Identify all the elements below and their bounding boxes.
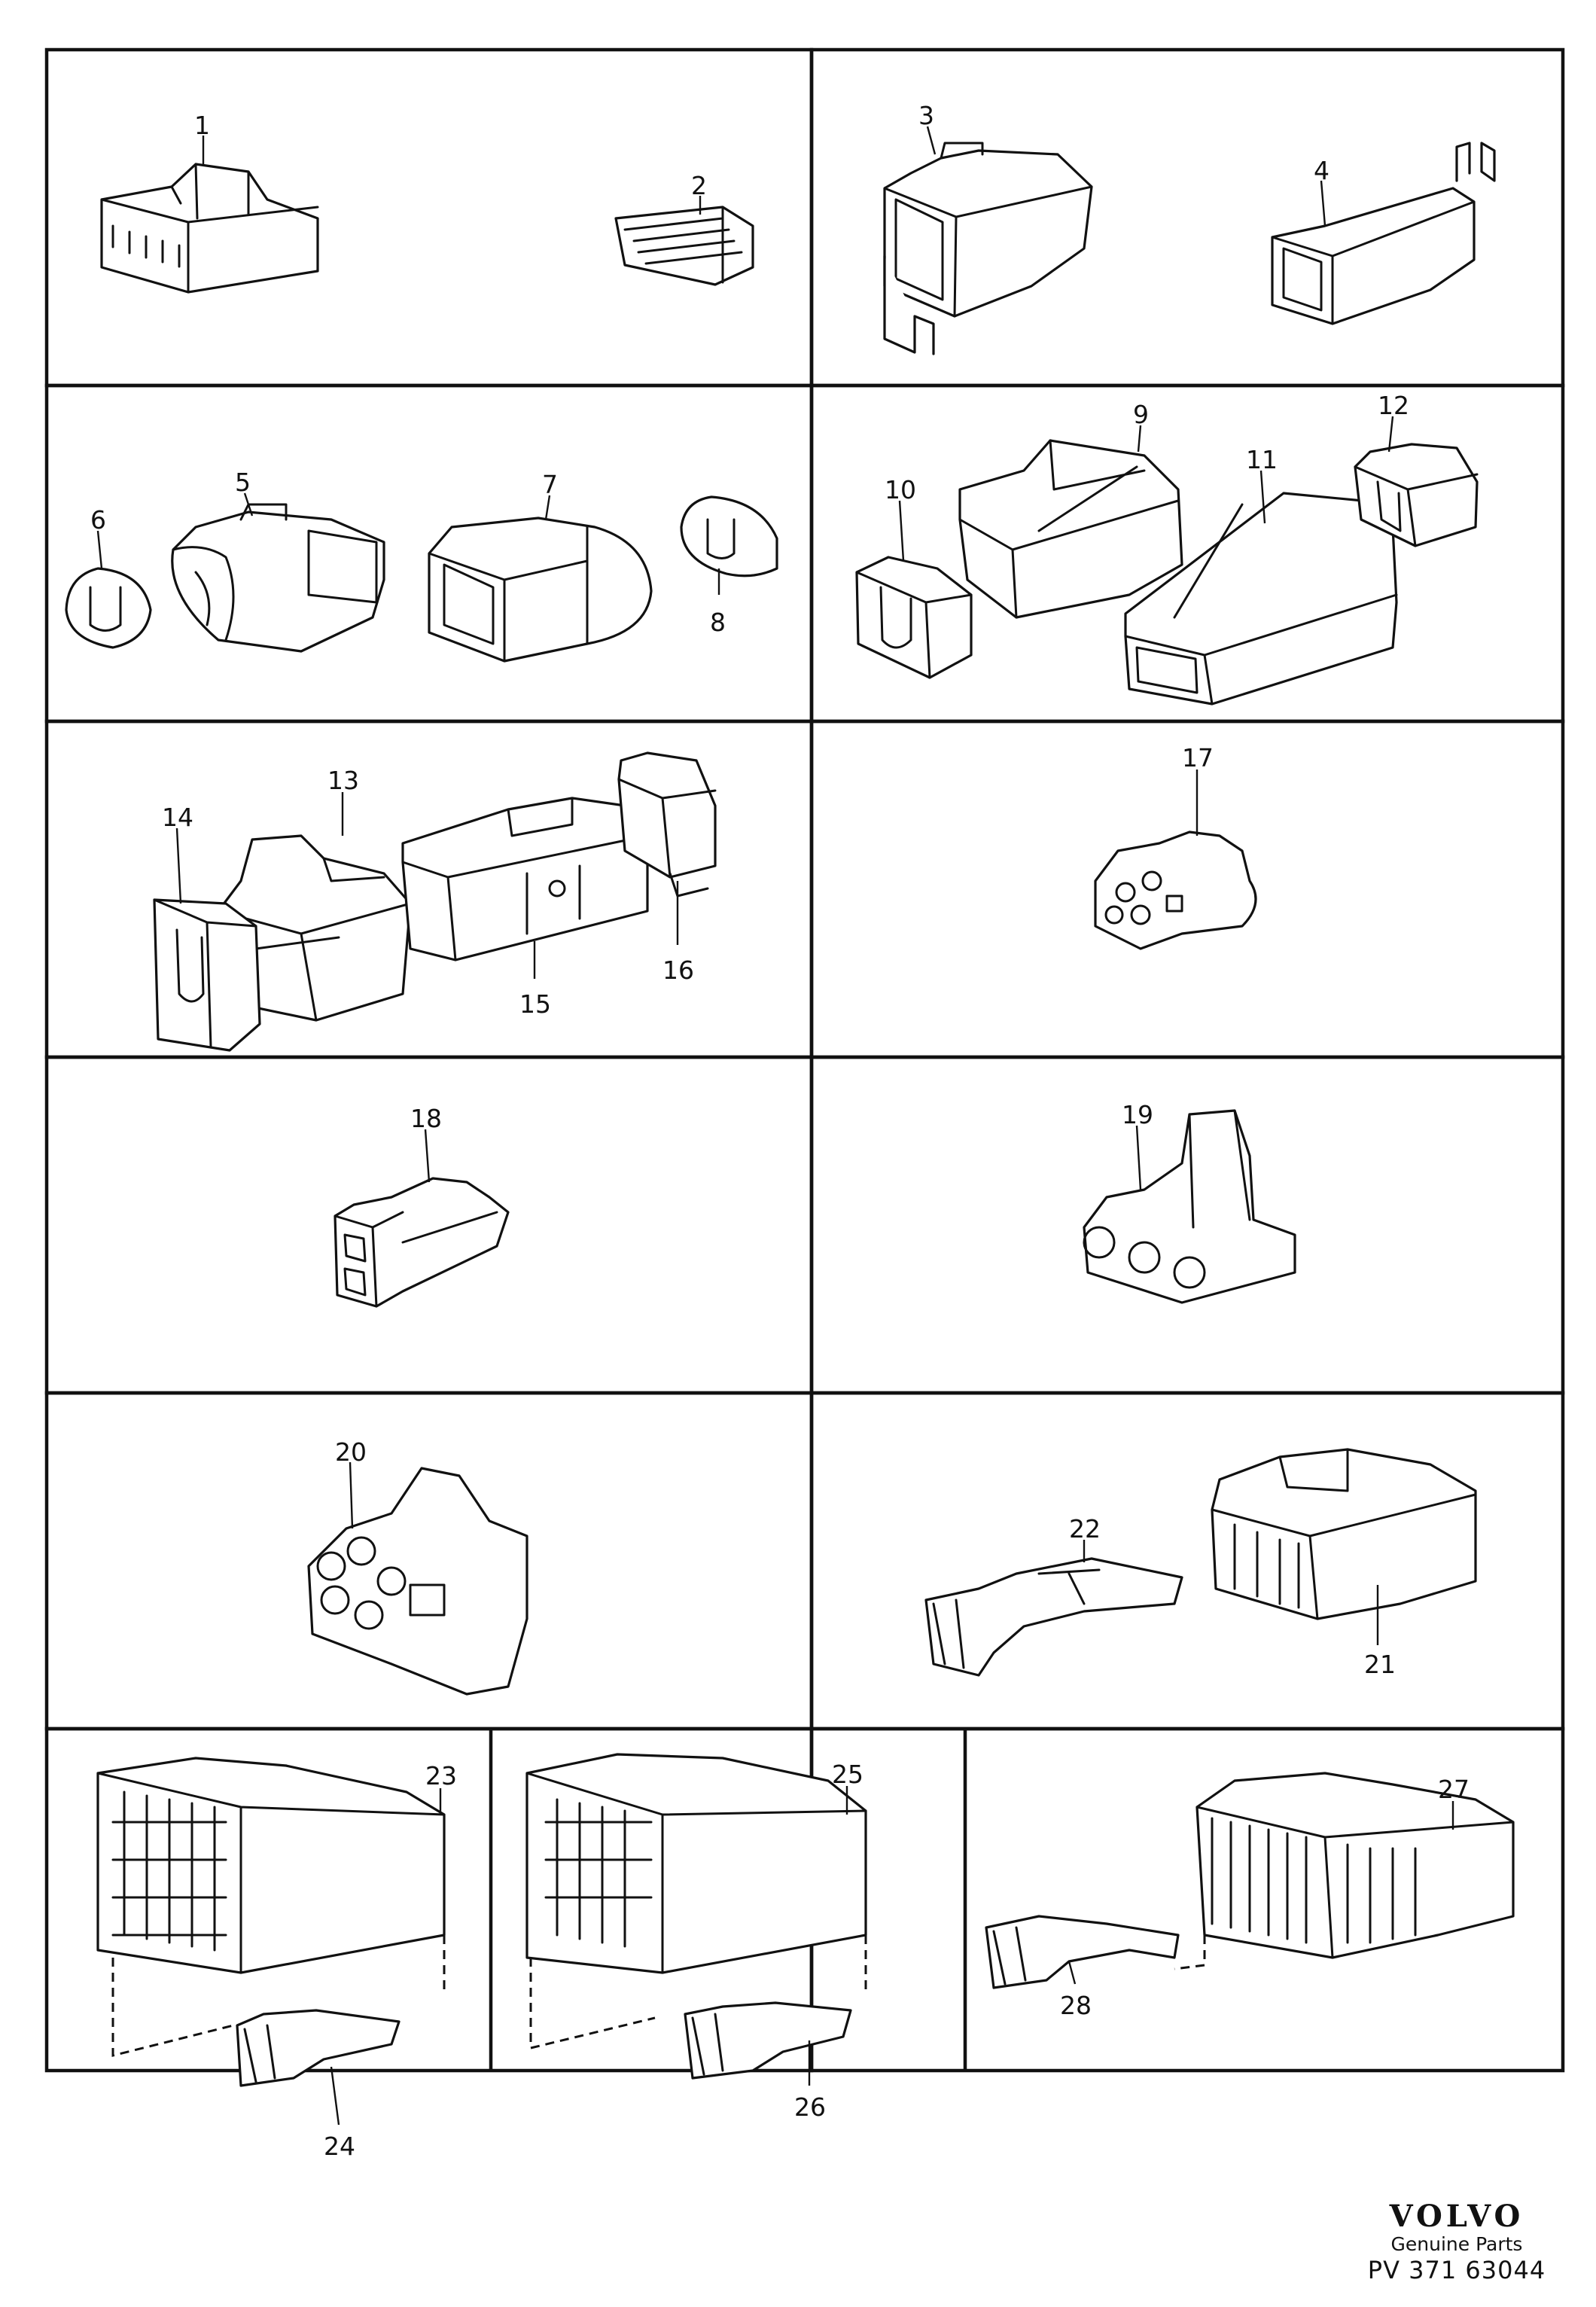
part-18-drawing bbox=[334, 1177, 510, 1308]
part-label-3: 3 bbox=[918, 101, 934, 130]
part-label-5: 5 bbox=[235, 468, 251, 497]
part-26-drawing bbox=[684, 2001, 852, 2080]
part-label-11: 11 bbox=[1246, 445, 1278, 474]
part-3-drawing bbox=[883, 142, 1093, 355]
part-25-drawing bbox=[525, 1753, 867, 2049]
part-2-drawing bbox=[614, 206, 754, 286]
part-28-drawing bbox=[985, 1915, 1180, 1989]
part-9-drawing bbox=[958, 439, 1183, 619]
part-label-20: 20 bbox=[335, 1437, 367, 1467]
part-1-drawing bbox=[100, 163, 319, 294]
part-label-22: 22 bbox=[1069, 1514, 1101, 1544]
part-12-drawing bbox=[1354, 443, 1479, 547]
part-label-7: 7 bbox=[542, 470, 558, 499]
part-label-10: 10 bbox=[885, 475, 916, 504]
part-label-8: 8 bbox=[710, 608, 726, 637]
brand-block: VOLVO Genuine Parts PV 371 63044 bbox=[1333, 2199, 1581, 2285]
part-7-drawing bbox=[428, 517, 653, 663]
part-8-drawing bbox=[680, 495, 778, 578]
leader-lines bbox=[96, 126, 1454, 2126]
part-label-27: 27 bbox=[1438, 1775, 1470, 1804]
drawing-code: PV 371 63044 bbox=[1367, 2256, 1546, 2284]
part-4-drawing bbox=[1271, 142, 1496, 325]
part-label-4: 4 bbox=[1314, 156, 1329, 185]
part-label-16: 16 bbox=[662, 955, 694, 985]
part-label-1: 1 bbox=[194, 111, 210, 140]
part-5-drawing bbox=[171, 503, 385, 653]
part-13-drawing bbox=[217, 834, 412, 1022]
part-label-17: 17 bbox=[1182, 743, 1214, 773]
part-label-25: 25 bbox=[832, 1760, 863, 1789]
part-6-drawing bbox=[65, 567, 152, 649]
part-21-drawing bbox=[1211, 1448, 1477, 1620]
part-label-14: 14 bbox=[162, 803, 193, 832]
part-label-12: 12 bbox=[1378, 391, 1409, 420]
part-11-drawing bbox=[1124, 492, 1398, 706]
part-label-24: 24 bbox=[324, 2132, 355, 2161]
part-15-drawing bbox=[401, 797, 649, 962]
part-label-21: 21 bbox=[1364, 1650, 1396, 1679]
part-labels: 1 2 3 4 5 6 7 8 9 10 11 12 13 14 15 16 1… bbox=[90, 101, 1470, 2161]
part-24-drawing bbox=[236, 2009, 401, 2087]
part-label-18: 18 bbox=[410, 1104, 442, 1133]
part-label-2: 2 bbox=[691, 171, 707, 200]
part-14-drawing bbox=[153, 898, 261, 1052]
part-label-26: 26 bbox=[794, 2092, 826, 2122]
part-20-drawing bbox=[307, 1467, 528, 1696]
part-label-6: 6 bbox=[90, 505, 106, 535]
part-label-15: 15 bbox=[519, 989, 551, 1019]
part-label-28: 28 bbox=[1060, 1991, 1092, 2020]
part-10-drawing bbox=[855, 556, 973, 679]
part-19-drawing bbox=[1083, 1109, 1296, 1304]
part-label-23: 23 bbox=[425, 1761, 457, 1790]
part-27-drawing bbox=[1174, 1772, 1515, 1970]
volvo-logo: VOLVO bbox=[1389, 2199, 1524, 2234]
part-17-drawing bbox=[1094, 830, 1257, 950]
part-23-drawing bbox=[96, 1757, 446, 2057]
part-label-13: 13 bbox=[327, 766, 359, 795]
part-label-19: 19 bbox=[1122, 1100, 1153, 1129]
part-label-9: 9 bbox=[1133, 400, 1149, 429]
part-22-drawing bbox=[924, 1557, 1183, 1677]
brand-subtitle: Genuine Parts bbox=[1390, 2233, 1523, 2255]
